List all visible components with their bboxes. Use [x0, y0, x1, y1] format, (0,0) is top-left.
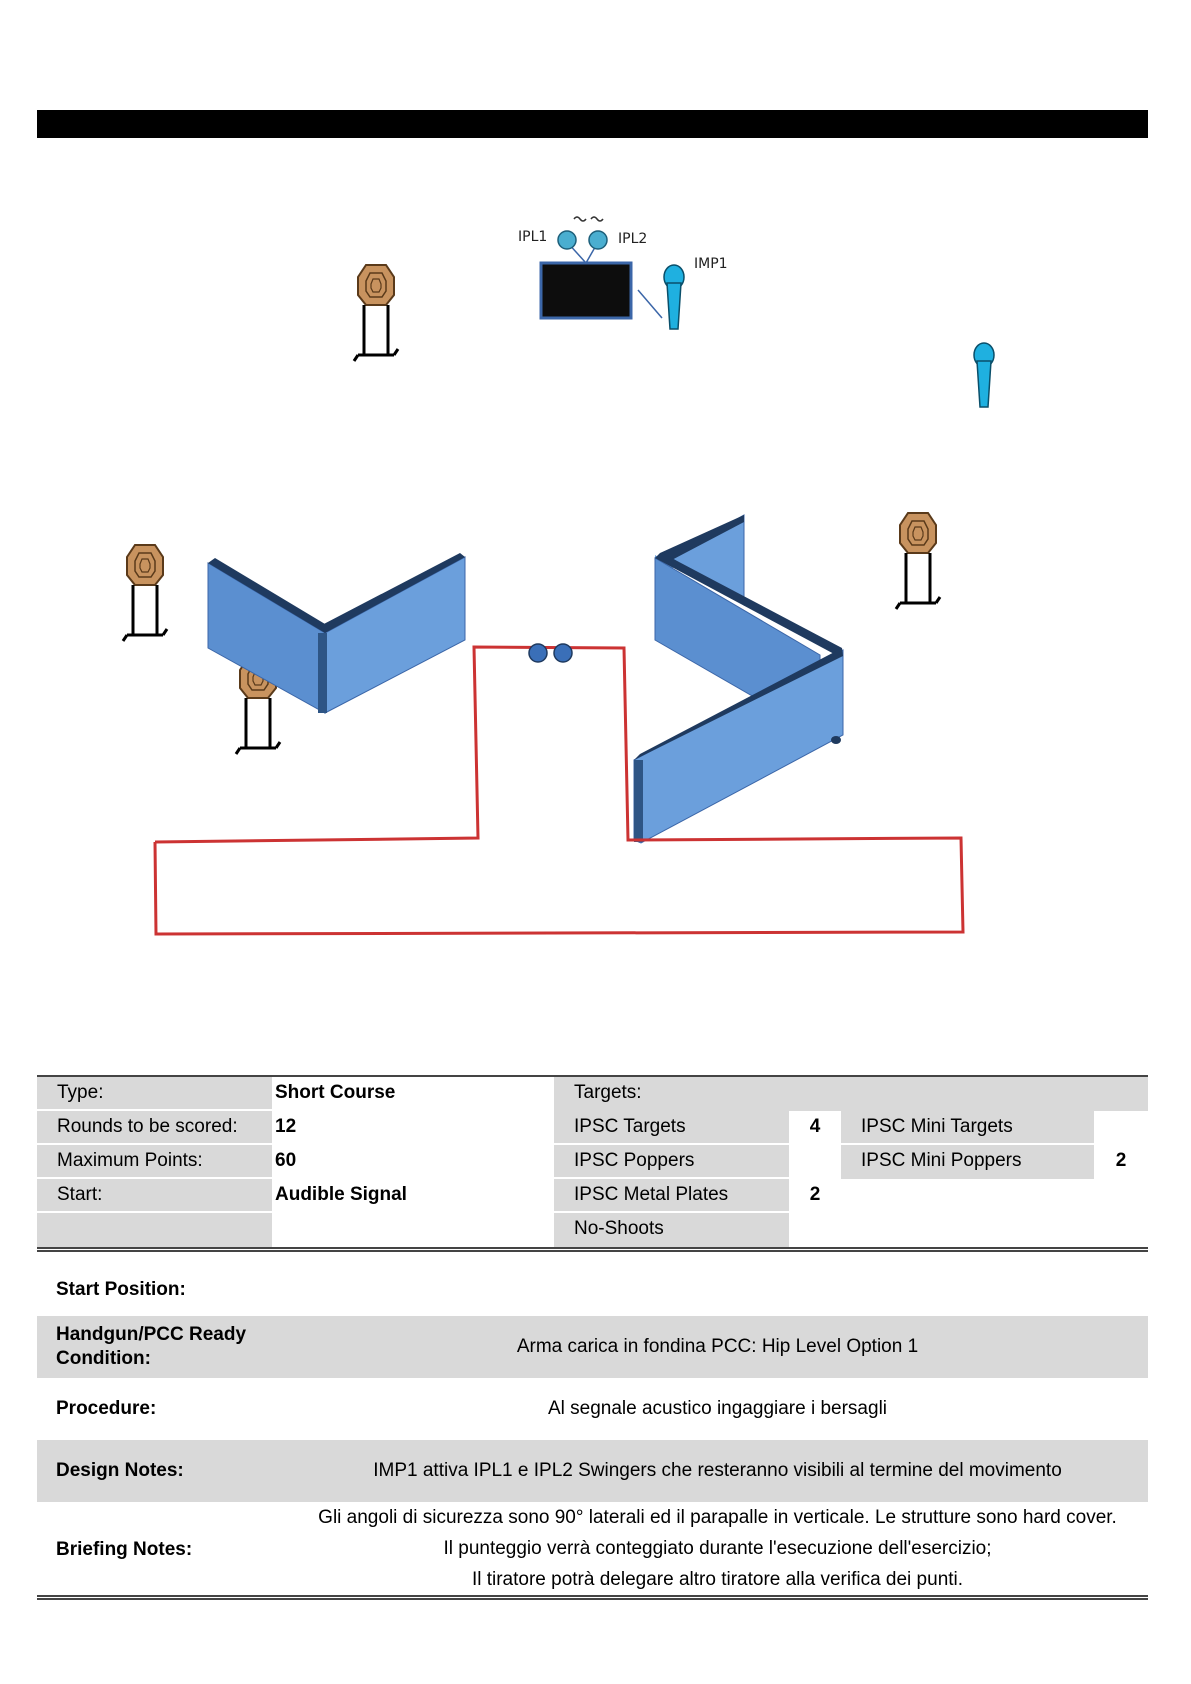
start-mark-left: [528, 643, 548, 663]
ipsc-metal-plates-value: 2: [809, 1184, 821, 1205]
ready-condition-label: Handgun/PCC Ready Condition:: [56, 1323, 246, 1371]
briefing-notes-row: Briefing Notes: Gli angoli di sicurezza …: [37, 1502, 1148, 1595]
popper-right: [973, 342, 995, 408]
briefing-notes-label: Briefing Notes:: [56, 1539, 193, 1560]
empty-label-cell: [37, 1213, 272, 1247]
type-label: Type:: [37, 1077, 272, 1111]
procedure-label: Procedure:: [56, 1398, 157, 1419]
design-notes-label: Design Notes:: [56, 1460, 184, 1481]
popper-imp1: [663, 264, 685, 330]
ready-condition-label-line2: Condition:: [56, 1348, 151, 1369]
targets-header: Targets:: [554, 1077, 1148, 1111]
briefing-notes-value: Gli angoli di sicurezza sono 90° lateral…: [287, 1502, 1148, 1595]
briefing-line-1: Gli angoli di sicurezza sono 90° lateral…: [318, 1507, 1117, 1528]
header-bar: [37, 110, 1148, 138]
points-label: Maximum Points:: [37, 1145, 272, 1179]
ipsc-targets-value: 4: [809, 1116, 821, 1137]
ipsc-targets-label: IPSC Targets: [554, 1111, 789, 1145]
briefing-line-2: Il punteggio verrà conteggiato durante l…: [443, 1538, 992, 1559]
mini-poppers-value: 2: [1115, 1150, 1127, 1171]
label-ipl2: IPL2: [618, 231, 647, 247]
procedure-value: Al segnale acustico ingaggiare i bersagl…: [547, 1398, 888, 1419]
ready-condition-label-line1: Handgun/PCC Ready: [56, 1324, 247, 1345]
no-shoots-label: No-Shoots: [554, 1213, 789, 1247]
start-position-row: Start Position:: [37, 1264, 1148, 1316]
table-top-rule: [37, 1075, 1148, 1077]
table-double-rule: [37, 1247, 1148, 1252]
wall-left: [207, 553, 466, 714]
start-mark-right: [553, 643, 573, 663]
mini-targets-label: IPSC Mini Targets: [841, 1111, 1094, 1145]
ipsc-target-top-left: [352, 263, 400, 363]
stage-diagram: IPL1 IPL2 IMP1: [121, 216, 995, 936]
points-value: 60: [275, 1150, 297, 1171]
label-imp1: IMP1: [694, 256, 728, 272]
rounds-label: Rounds to be scored:: [37, 1111, 272, 1145]
ipsc-target-far-left: [121, 543, 169, 643]
stage-info-table: Type: Rounds to be scored: Maximum Point…: [37, 1075, 1148, 1252]
start-label: Start:: [37, 1179, 272, 1213]
rounds-value: 12: [275, 1116, 297, 1137]
ipsc-metal-plates-label: IPSC Metal Plates: [554, 1179, 789, 1213]
wall-right: [633, 514, 844, 844]
notes-double-rule: [37, 1595, 1148, 1600]
mini-poppers-label: IPSC Mini Poppers: [841, 1145, 1094, 1179]
ipsc-poppers-label: IPSC Poppers: [554, 1145, 789, 1179]
ready-condition-row: Handgun/PCC Ready Condition: Arma carica…: [37, 1316, 1148, 1378]
design-notes-value: IMP1 attiva IPL1 e IPL2 Swingers che res…: [373, 1460, 1062, 1481]
design-notes-row: Design Notes: IMP1 attiva IPL1 e IPL2 Sw…: [37, 1440, 1148, 1502]
plate-ipl2: [588, 230, 608, 250]
start-value: Audible Signal: [275, 1184, 407, 1205]
type-value: Short Course: [275, 1082, 396, 1103]
ipsc-target-right: [894, 511, 942, 611]
briefing-line-3: Il tiratore potrà delegare altro tirator…: [471, 1569, 964, 1590]
plate-ipl1: [557, 230, 577, 250]
swinger-assembly: IPL1 IPL2 IMP1: [518, 216, 728, 320]
ready-condition-value: Arma carica in fondina PCC: Hip Level Op…: [516, 1336, 919, 1357]
label-ipl1: IPL1: [518, 229, 547, 245]
fault-line: [153, 645, 965, 936]
procedure-row: Procedure: Al segnale acustico ingaggiar…: [37, 1378, 1148, 1440]
start-position-label: Start Position:: [56, 1279, 186, 1300]
